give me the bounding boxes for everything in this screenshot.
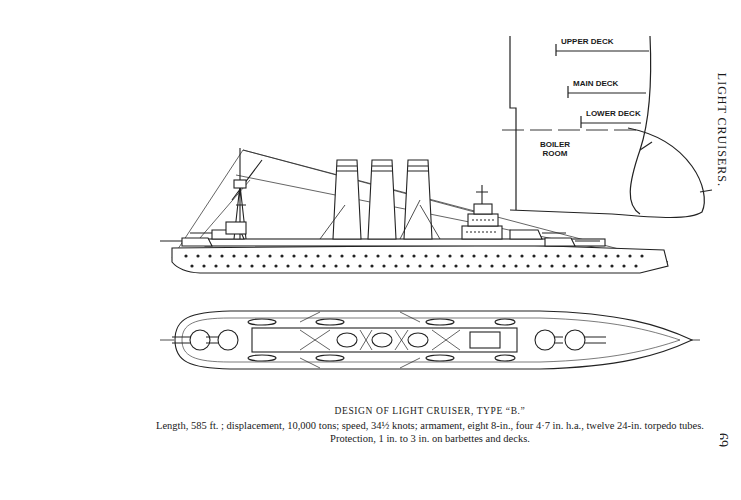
boat: [248, 355, 276, 361]
funnel: [333, 160, 361, 239]
bridge: [474, 204, 492, 214]
bow-flare: [612, 128, 704, 218]
mast-house: [226, 222, 246, 234]
gun-turret: [160, 238, 212, 246]
section-tick: [640, 142, 652, 150]
boat: [495, 355, 515, 361]
torpedo-tubes: [300, 312, 420, 368]
gun-turret: [190, 330, 210, 350]
gun-barrels: [172, 337, 218, 343]
gun-turret: [545, 238, 600, 246]
deck-label: LOWER DECK: [585, 109, 642, 118]
deck-leader: [568, 92, 646, 93]
figure-caption: Length, 585 ft. ; displacement, 10,000 t…: [140, 420, 720, 445]
deck-label: UPPER DECK: [560, 37, 614, 46]
boat-davits: [320, 200, 440, 239]
hull-plan: [175, 311, 692, 369]
deck-leader: [556, 50, 649, 51]
funnel: [368, 160, 396, 239]
boat-chocks: [300, 330, 460, 350]
bridge: [470, 332, 500, 348]
funnel: [408, 333, 428, 347]
gun-turret: [218, 330, 238, 350]
ship-profile: [160, 148, 668, 273]
boat: [495, 319, 515, 325]
section-frame: [510, 36, 516, 210]
deck-label: MAIN DECK: [572, 79, 619, 88]
mast-top: [234, 180, 246, 188]
gun-barrels: [555, 337, 606, 343]
boat: [316, 355, 344, 361]
funnel: [404, 160, 432, 239]
aerials: [172, 150, 668, 262]
figure-title: DESIGN OF LIGHT CRUISER, TYPE “B.”: [170, 406, 690, 417]
ship-plan: [160, 311, 700, 369]
funnel: [337, 333, 357, 347]
gun-turret: [535, 330, 555, 350]
boat: [316, 319, 344, 325]
bridge-windows: [466, 220, 498, 232]
running-head: LIGHT CRUISERS.: [714, 72, 728, 188]
deck-leader: [581, 122, 641, 123]
boat: [426, 355, 454, 361]
deck-edge: [182, 318, 680, 362]
boat: [426, 319, 454, 325]
hull-profile: [172, 245, 668, 273]
hull-section: [502, 36, 712, 218]
funnel: [372, 333, 392, 347]
portholes: [192, 264, 640, 267]
gun-turret: [565, 330, 585, 350]
fore-mast: [476, 185, 488, 204]
section-side: [630, 36, 650, 214]
section-keel: [510, 210, 612, 214]
portholes: [186, 254, 652, 257]
compartment-label: BOILER ROOM: [528, 140, 582, 158]
deckhouse: [205, 239, 605, 246]
section-tick: [700, 190, 712, 192]
centre-line: [502, 130, 636, 131]
boat: [248, 319, 276, 325]
deckhouse: [252, 328, 517, 352]
funnel-bands: [337, 166, 428, 171]
